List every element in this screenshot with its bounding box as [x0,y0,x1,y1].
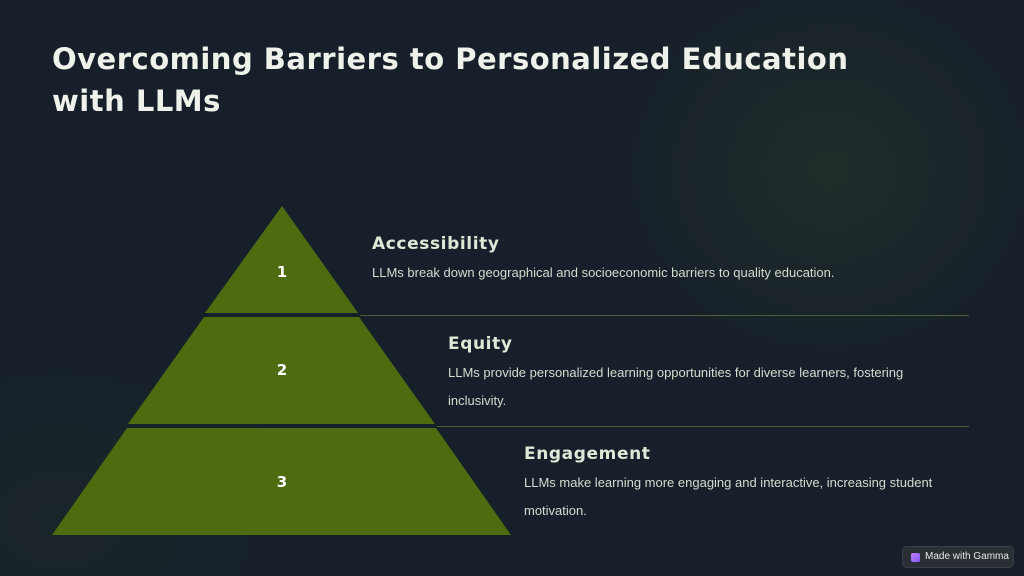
pyramid-tier-3-shape [52,428,511,535]
tier-1-number: 1 [276,263,288,281]
tier-divider-2 [437,426,969,427]
pyramid-tier-1-shape [205,206,358,313]
tier-3-description: LLMs make learning more engaging and int… [524,475,933,518]
tier-3-number: 3 [276,473,288,491]
tier-2-content: Equity LLMs provide personalized learnin… [448,333,948,415]
slide-title: Overcoming Barriers to Personalized Educ… [52,42,849,118]
tier-1-description: LLMs break down geographical and socioec… [372,265,835,280]
pyramid-tier-2-shape [128,317,435,424]
tier-2-number: 2 [276,361,288,379]
tier-3-content: Engagement LLMs make learning more engag… [524,443,944,525]
tier-1-title: Accessibility [372,234,500,254]
made-with-gamma-badge[interactable]: Made with Gamma [902,546,1014,568]
tier-divider-1 [360,315,969,316]
gamma-logo-icon [911,552,920,562]
tier-1-content: Accessibility LLMs break down geographic… [372,233,972,287]
badge-label: Made with Gamma [925,551,1009,562]
tier-2-description: LLMs provide personalized learning oppor… [448,365,904,408]
tier-2-title: Equity [448,334,513,354]
tier-3-title: Engagement [524,444,651,464]
